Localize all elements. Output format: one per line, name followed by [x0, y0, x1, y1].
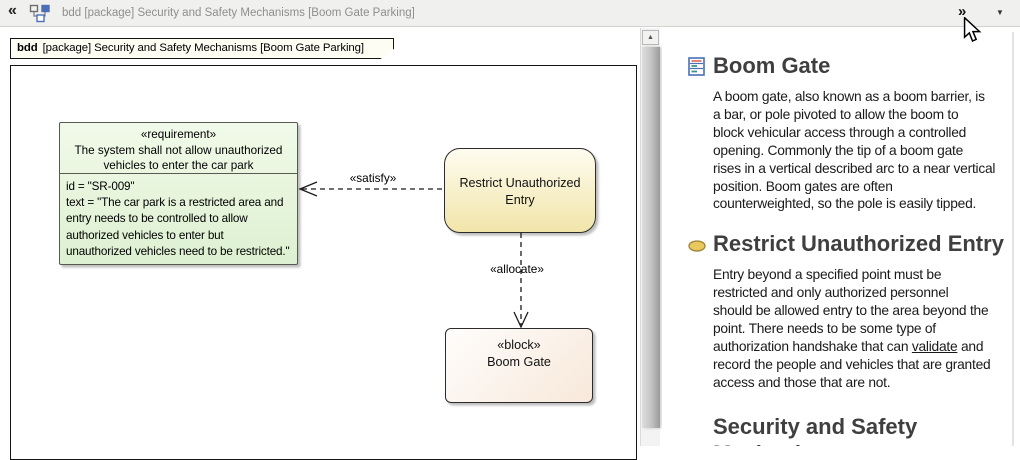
requirement-properties: id = "SR-009" text = "The car park is a … — [66, 180, 290, 258]
doc-text-part2: and record the people and vehicles that … — [713, 338, 991, 390]
expand-right-icon[interactable]: » — [958, 3, 967, 20]
scrollbar-thumb[interactable] — [642, 47, 660, 428]
dropdown-arrow-icon[interactable]: ▼ — [996, 8, 1004, 17]
frame-label: bdd [package] Security and Safety Mechani… — [10, 38, 394, 59]
usecase-node[interactable]: Restrict Unauthorized Entry — [444, 148, 596, 233]
satisfy-connector[interactable] — [296, 172, 448, 206]
doc-heading-boom-gate: Boom Gate — [713, 53, 831, 78]
block-name: Boom Gate — [487, 355, 551, 369]
frame-label-kind: bdd — [17, 42, 38, 54]
requirement-name: «requirement» The system shall not allow… — [60, 123, 297, 174]
block-node[interactable]: «block» Boom Gate — [445, 328, 593, 403]
scroll-up-icon[interactable]: ▲ — [642, 30, 659, 45]
doc-heading-security-safety: Security and Safety Mechanisms — [713, 413, 918, 446]
doc-section-boom-gate: Boom Gate A boom gate, also known as a b… — [688, 52, 1000, 213]
mouse-cursor — [962, 15, 982, 44]
panel-scroll-edge[interactable] — [1012, 32, 1014, 446]
doc-section-restrict-entry: Restrict Unauthorized Entry Entry beyond… — [688, 230, 1004, 391]
diagram-type-icon — [29, 4, 51, 23]
doc-section-security-safety: Security and Safety Mechanisms — [713, 413, 1000, 446]
block-element-icon — [688, 57, 705, 81]
diagram-tab-bar: « bdd [package] Security and Safety Mech… — [0, 0, 1020, 27]
doc-heading-restrict-entry: Restrict Unauthorized Entry — [713, 231, 1004, 257]
requirement-node[interactable]: «requirement» The system shall not allow… — [59, 122, 298, 265]
satisfy-label: «satisfy» — [349, 171, 397, 185]
validate-link[interactable]: validate — [911, 338, 958, 354]
block-stereotype: «block» — [497, 338, 541, 352]
doc-text-boom-gate: A boom gate, also known as a boom barrie… — [713, 89, 996, 212]
allocate-connector[interactable] — [505, 233, 539, 329]
collapse-left-icon[interactable]: « — [8, 2, 17, 19]
diagram-vertical-scrollbar[interactable]: ▲ — [640, 28, 660, 446]
doc-text-restrict-entry: Entry beyond a specified point must be r… — [713, 266, 1018, 391]
allocate-label: «allocate» — [490, 262, 544, 276]
usecase-name: Restrict Unauthorized Entry — [459, 176, 581, 207]
frame-label-text: [package] Security and Safety Mechanisms… — [42, 42, 364, 54]
doc-text-part1: Entry beyond a specified point must be r… — [713, 267, 989, 354]
usecase-icon — [688, 239, 706, 257]
notes-panel: Boom Gate A boom gate, also known as a b… — [662, 28, 1020, 446]
diagram-tab-title[interactable]: bdd [package] Security and Safety Mechan… — [62, 7, 415, 19]
diagram-canvas[interactable]: bdd [package] Security and Safety Mechani… — [0, 27, 640, 460]
